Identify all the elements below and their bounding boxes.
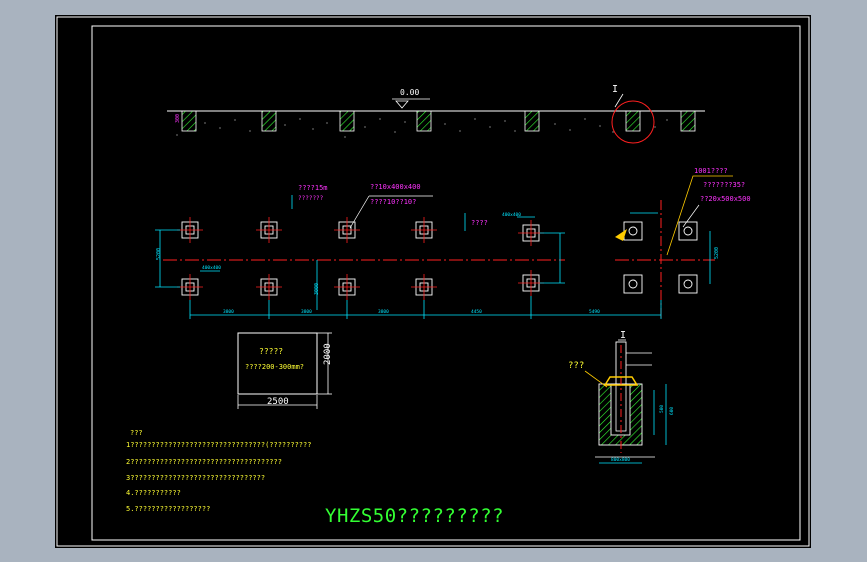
detail-label-leader	[584, 370, 608, 388]
detail-section: I 800x800 500 600 ???	[568, 330, 675, 464]
note-item-2: 2????????????????????????????????????	[126, 458, 282, 466]
pier-foundation	[678, 274, 698, 294]
pier-foundation	[678, 221, 698, 241]
callout-pier-leader	[349, 195, 370, 229]
level-marker-icon	[395, 100, 409, 109]
dim-span-4: 4450	[471, 309, 482, 315]
note-item-3: 3????????????????????????????????	[126, 474, 265, 482]
callout-pier-sub: ????10??10?	[370, 198, 416, 206]
detail-anchor-icon	[603, 376, 639, 386]
detail-callout-label: I	[612, 84, 618, 95]
cad-drawing: 300 0.00 I	[56, 16, 810, 547]
foundation-block	[181, 110, 197, 132]
detail-leader	[614, 93, 624, 108]
callout-right-a: 1001????	[694, 167, 728, 175]
foundation-block	[625, 110, 641, 132]
notes-heading: ???	[130, 429, 143, 437]
callout-right-b: ???????35?	[703, 181, 745, 189]
detail-depth-label: 500	[659, 405, 665, 413]
pad-width-label: 2500	[267, 397, 289, 407]
inner-frame	[91, 25, 801, 541]
elevation-section: 300 0.00 I	[167, 84, 705, 144]
dim-span-5: 5490	[589, 309, 600, 315]
drawing-title: YHZS50?????????	[325, 505, 504, 527]
pier-center-marks	[177, 217, 544, 300]
callout-right-c: ??20x500x500	[700, 195, 751, 203]
foundation-block	[261, 110, 277, 132]
dim-right-height: 5200	[714, 247, 720, 259]
detail-callout-circle	[611, 100, 655, 144]
dim-span-3: 3800	[378, 309, 389, 315]
dim-span-2: 3800	[301, 309, 312, 315]
pier-foundation	[623, 274, 643, 294]
callout-spacing: ????15m	[298, 184, 328, 192]
pier-foundation	[623, 221, 643, 241]
foundation-block	[680, 110, 696, 132]
pad-title: ?????	[259, 347, 283, 356]
callout-right-leader-b	[682, 204, 700, 228]
outer-frame	[56, 16, 810, 547]
note-item-1: 1????????????????????????????????(??????…	[126, 441, 311, 449]
level-mark-text: 0.00	[400, 88, 419, 97]
dim-span-1: 3800	[223, 309, 234, 315]
callout-mid-note: ????	[471, 219, 488, 227]
pad-subtitle: ????200-300mm?	[245, 363, 304, 371]
soil-texture	[176, 118, 668, 138]
detail-base-label: 800x800	[611, 457, 630, 463]
callout-pier-size: ??10x400x400	[370, 183, 421, 191]
plan-dimensions	[155, 195, 711, 319]
notes-block: ??? 1????????????????????????????????(??…	[126, 429, 311, 513]
dim-mid-vertical: 3000	[314, 283, 320, 295]
note-item-4: 4.???????????	[126, 489, 181, 497]
callout-spacing-sub: ???????	[298, 195, 324, 202]
pier-row-bottom	[181, 274, 698, 296]
note-item-5: 5.??????????????????	[126, 505, 210, 513]
callout-right-leader	[666, 175, 733, 256]
dim-top-small: 400x400	[502, 212, 521, 218]
elevation-dim-label: 300	[175, 114, 181, 123]
dim-left-height: 5200	[156, 248, 162, 260]
pad-outline	[237, 332, 318, 395]
plan-view: 5200 5200 3000 400x400 400x400 3800 3800…	[155, 167, 751, 320]
detail-callout: I	[620, 330, 626, 341]
foundation-block	[416, 110, 432, 132]
foundation-block	[524, 110, 540, 132]
anchor-marker-icon	[615, 229, 627, 241]
cad-viewport[interactable]: 300 0.00 I	[55, 15, 811, 548]
detail-total-label: 600	[669, 407, 675, 415]
concrete-pad: ????? ????200-300mm? 2500 2000	[237, 332, 333, 409]
detail-label: ???	[568, 361, 584, 371]
dim-left-small: 400x400	[202, 265, 221, 271]
pad-height-label: 2000	[323, 343, 333, 365]
foundation-block	[339, 110, 355, 132]
